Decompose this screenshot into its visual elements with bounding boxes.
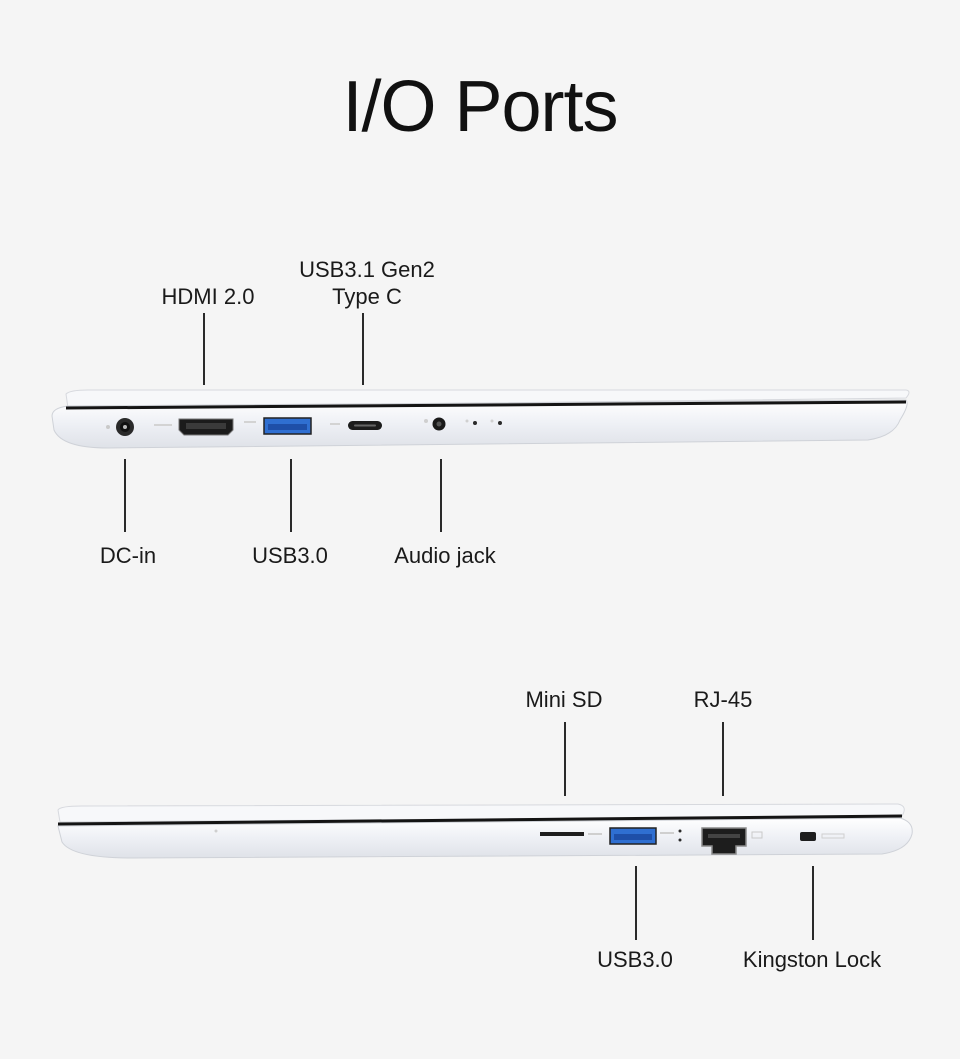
lock-label: Kingston Lock <box>742 947 882 972</box>
hdmi-label: HDMI 2.0 <box>161 284 255 309</box>
rj45-port-icon <box>701 827 763 855</box>
usb3-right-label: USB3.0 <box>597 947 673 972</box>
audio-leader-line <box>440 459 442 532</box>
minisd-leader-line <box>564 722 566 796</box>
page-title: I/O Ports <box>342 67 618 147</box>
right-seam <box>57 814 903 826</box>
left-lid-panel <box>65 389 910 409</box>
usb3-port-icon <box>244 417 312 435</box>
dcin-port-icon <box>106 418 134 436</box>
status-led-icons <box>465 419 502 425</box>
usbc-label-line2: Type C <box>332 284 402 309</box>
lock-leader-line <box>812 866 814 940</box>
usbc-leader-line <box>362 313 364 385</box>
usb3-leader-line <box>290 459 292 532</box>
right-side-dot-icon <box>214 829 218 833</box>
laptop-left-edge <box>51 389 910 449</box>
laptop-right-edge <box>57 803 913 859</box>
usb3-right-leader-line <box>635 866 637 940</box>
audio-label: Audio jack <box>394 543 496 568</box>
minisd-label: Mini SD <box>525 687 603 712</box>
left-base-panel <box>51 399 908 449</box>
minisd-slot-icon <box>540 832 602 836</box>
dcin-leader-line <box>124 459 126 532</box>
rj45-label: RJ-45 <box>693 687 753 712</box>
usbc-port-icon <box>330 421 382 430</box>
hdmi-leader-line <box>203 313 205 385</box>
dcin-label: DC-in <box>99 543 157 568</box>
right-lid-panel <box>57 803 905 823</box>
right-base-panel <box>57 817 913 859</box>
usb3-label: USB3.0 <box>252 543 328 568</box>
usb3-right-port-icon <box>609 827 682 845</box>
rj45-leader-line <box>722 722 724 796</box>
kingston-lock-slot-icon <box>800 832 845 841</box>
usbc-label-line1: USB3.1 Gen2 <box>299 257 435 282</box>
hdmi-port-icon <box>154 418 234 436</box>
audio-jack-icon <box>424 417 446 431</box>
usbc-label: USB3.1 Gen2 Type C <box>282 256 452 310</box>
left-seam <box>65 400 907 410</box>
